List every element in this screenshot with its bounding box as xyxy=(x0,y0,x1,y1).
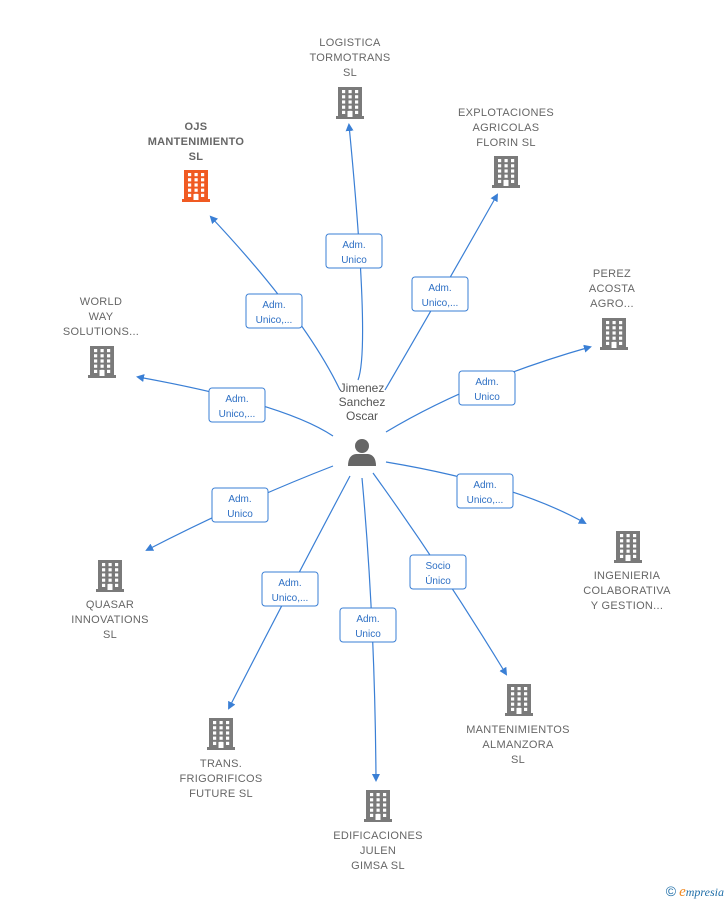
company-label-line: SL xyxy=(511,754,525,766)
building-icon xyxy=(336,87,364,119)
building-icon xyxy=(182,170,210,202)
relation-label-explotaciones-agricolas-florin[interactable]: Adm. Unico,... xyxy=(411,276,469,312)
relation-label-line: Unico,... xyxy=(256,315,293,326)
relation-label-line: Unico,... xyxy=(272,593,309,604)
relation-label-ojs-mantenimiento[interactable]: Adm. Unico,... xyxy=(245,293,303,329)
relation-label-line: Unico xyxy=(227,509,253,520)
company-label-line: TORMOTRANS xyxy=(309,52,390,64)
company-label-line: LOGISTICA xyxy=(319,37,381,49)
building-icon xyxy=(96,560,124,592)
company-label-line: WORLD xyxy=(80,296,122,308)
company-label-line: TRANS. xyxy=(200,758,242,770)
relation-label-line: Adm. xyxy=(278,578,301,589)
relation-label-trans-frigorificos-future[interactable]: Adm. Unico,... xyxy=(261,571,319,607)
company-label-line: MANTENIMIENTO xyxy=(148,136,245,148)
node-layer: LOGISTICA TORMOTRANS SL EXPLOTACIONES AGRICO… xyxy=(63,37,671,872)
building-icon xyxy=(492,156,520,188)
company-node-perez-acosta-agro[interactable]: PEREZ ACOSTA AGRO... xyxy=(589,268,636,350)
relation-label-line: Unico,... xyxy=(422,298,459,309)
company-label-line: INGENIERIA xyxy=(594,570,661,582)
relation-label-line: Unico xyxy=(474,392,500,403)
relation-label-line: Adm. xyxy=(356,614,379,625)
company-node-ojs-mantenimiento[interactable]: OJS MANTENIMIENTO SL xyxy=(148,121,245,202)
company-label-line: ALMANZORA xyxy=(482,739,554,751)
brand-initial: e xyxy=(679,884,686,900)
relation-label-line: Unico,... xyxy=(467,495,504,506)
company-label-line: INNOVATIONS xyxy=(71,614,148,626)
company-label-line: FRIGORIFICOS xyxy=(179,773,262,785)
relation-label-edificaciones-julen-gimsa[interactable]: Adm. Unico xyxy=(339,607,397,643)
copyright-mark: © xyxy=(665,883,677,899)
company-node-edificaciones-julen-gimsa[interactable]: EDIFICACIONES JULEN GIMSA SL xyxy=(333,790,422,872)
company-label-line: AGRICOLAS xyxy=(473,122,540,134)
relation-label-line: Adm. xyxy=(228,494,251,505)
brand-name: mpresia xyxy=(685,885,724,899)
company-label-line: EXPLOTACIONES xyxy=(458,107,554,119)
building-icon xyxy=(88,346,116,378)
relation-label-logistica-tormotrans[interactable]: Adm. Unico xyxy=(325,233,383,269)
company-label-line: GIMSA SL xyxy=(351,860,405,872)
person-name-line: Sanchez xyxy=(339,395,386,409)
company-node-mantenimientos-almanzora[interactable]: MANTENIMIENTOS ALMANZORA SL xyxy=(466,684,570,766)
company-node-trans-frigorificos-future[interactable]: TRANS. FRIGORIFICOS FUTURE SL xyxy=(179,718,262,800)
footer-brand: © empresia xyxy=(666,883,724,901)
company-label-line: EDIFICACIONES xyxy=(333,830,422,842)
edge-logistica-tormotrans xyxy=(345,123,364,381)
relation-label-line: Unico xyxy=(355,629,381,640)
relation-label-line: Único xyxy=(425,574,451,587)
person-icon xyxy=(348,439,376,466)
company-label-line: QUASAR xyxy=(86,599,134,611)
relation-label-line: Unico,... xyxy=(219,409,256,420)
company-label-line: JULEN xyxy=(360,845,396,857)
company-label-line: FLORIN SL xyxy=(476,137,536,149)
company-label-line: COLABORATIVA xyxy=(583,585,671,597)
company-label-line: Y GESTION... xyxy=(591,600,663,612)
building-icon xyxy=(207,718,235,750)
company-label-line: SL xyxy=(343,67,357,79)
company-label-line: FUTURE SL xyxy=(189,788,253,800)
company-label-line: PEREZ xyxy=(593,268,631,280)
building-icon xyxy=(614,531,642,563)
relation-label-quasar-innovations[interactable]: Adm. Unico xyxy=(211,487,269,523)
company-node-logistica-tormotrans[interactable]: LOGISTICA TORMOTRANS SL xyxy=(309,37,390,119)
relation-label-line: Unico xyxy=(341,255,367,266)
company-label-line: MANTENIMIENTOS xyxy=(466,724,570,736)
company-label-line: AGRO... xyxy=(590,298,634,310)
relation-label-line: Adm. xyxy=(262,300,285,311)
building-icon xyxy=(600,318,628,350)
relation-label-line: Adm. xyxy=(473,480,496,491)
company-label-line: OJS xyxy=(185,121,208,133)
relation-label-line: Adm. xyxy=(428,283,451,294)
relation-label-line: Adm. xyxy=(475,377,498,388)
relation-label-world-way-solutions[interactable]: Adm. Unico,... xyxy=(208,387,266,423)
company-label-line: WAY xyxy=(89,311,114,323)
company-label-line: ACOSTA xyxy=(589,283,636,295)
relation-label-ingenieria-colaborativa[interactable]: Adm. Unico,... xyxy=(456,473,514,509)
relation-label-line: Socio xyxy=(425,561,450,572)
company-label-line: SL xyxy=(103,629,117,641)
relation-label-perez-acosta-agro[interactable]: Adm. Unico xyxy=(458,370,516,406)
relation-label-line: Adm. xyxy=(342,240,365,251)
relation-label-line: Adm. xyxy=(225,394,248,405)
company-label-line: SL xyxy=(189,151,204,163)
company-node-explotaciones-agricolas-florin[interactable]: EXPLOTACIONES AGRICOLAS FLORIN SL xyxy=(458,107,554,188)
building-icon xyxy=(364,790,392,822)
company-label-line: SOLUTIONS... xyxy=(63,326,139,338)
person-name-line: Jimenez xyxy=(340,381,385,395)
company-node-world-way-solutions[interactable]: WORLD WAY SOLUTIONS... xyxy=(63,296,139,378)
building-icon xyxy=(505,684,533,716)
company-node-ingenieria-colaborativa[interactable]: INGENIERIA COLABORATIVA Y GESTION... xyxy=(583,531,671,612)
company-node-quasar-innovations[interactable]: QUASAR INNOVATIONS SL xyxy=(71,560,148,641)
relation-label-layer: Adm.UnicoAdm.Unico,...Adm.Unico,...Adm.U… xyxy=(208,233,516,643)
person-name-line: Oscar xyxy=(346,409,378,423)
